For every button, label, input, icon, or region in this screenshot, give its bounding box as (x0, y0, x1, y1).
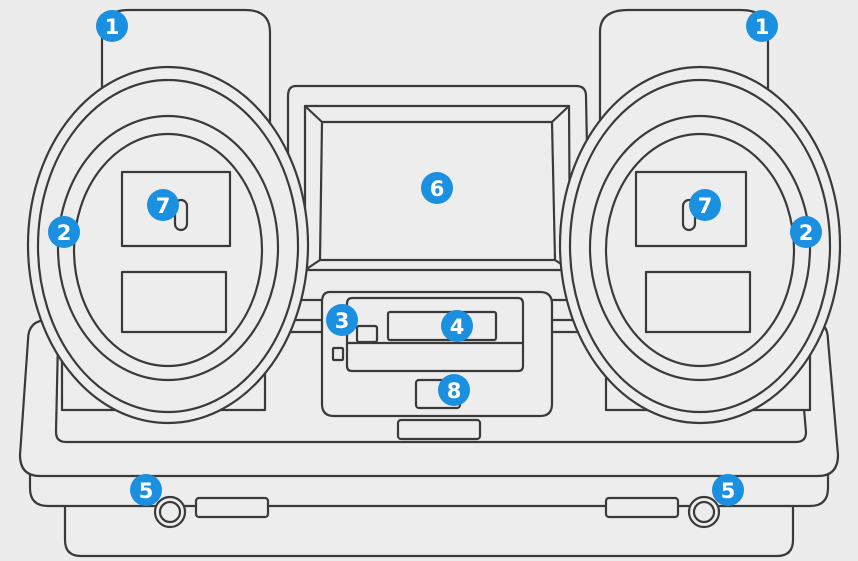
callout-foot-right: 5 (712, 474, 744, 506)
status-indicator-clip (333, 348, 343, 360)
callout-label: 6 (430, 177, 445, 201)
callout-cup-contact-left: 7 (147, 189, 179, 221)
callout-button: 8 (438, 374, 470, 406)
callout-display-window: 4 (441, 310, 473, 342)
base-front-slot (398, 420, 480, 439)
callout-label: 7 (156, 194, 171, 218)
callout-cup-contact-right: 7 (689, 189, 721, 221)
callout-label: 8 (447, 379, 462, 403)
callout-label: 2 (57, 221, 72, 245)
cup-right-lower-slot (646, 272, 750, 332)
callout-cup-ring-left: 2 (48, 216, 80, 248)
callout-label: 5 (721, 479, 736, 503)
status-indicator (357, 326, 377, 342)
cup-left-lower-slot (122, 272, 226, 332)
foot-left-inner (160, 502, 180, 522)
callout-label: 5 (139, 479, 154, 503)
callout-top-clip-left: 1 (96, 10, 128, 42)
base-foot-slot-left (196, 498, 268, 517)
callout-screen: 6 (421, 172, 453, 204)
callout-top-clip-right: 1 (746, 10, 778, 42)
callout-label: 1 (755, 15, 770, 39)
foot-right-inner (694, 502, 714, 522)
callout-label: 4 (450, 315, 465, 339)
callout-label: 3 (335, 309, 350, 333)
callout-foot-left: 5 (130, 474, 162, 506)
base-foot-slot-right (606, 498, 678, 517)
callout-status-indicator: 3 (326, 304, 358, 336)
callout-label: 2 (799, 221, 814, 245)
callout-cup-ring-right: 2 (790, 216, 822, 248)
callout-label: 7 (698, 194, 713, 218)
callout-label: 1 (105, 15, 120, 39)
